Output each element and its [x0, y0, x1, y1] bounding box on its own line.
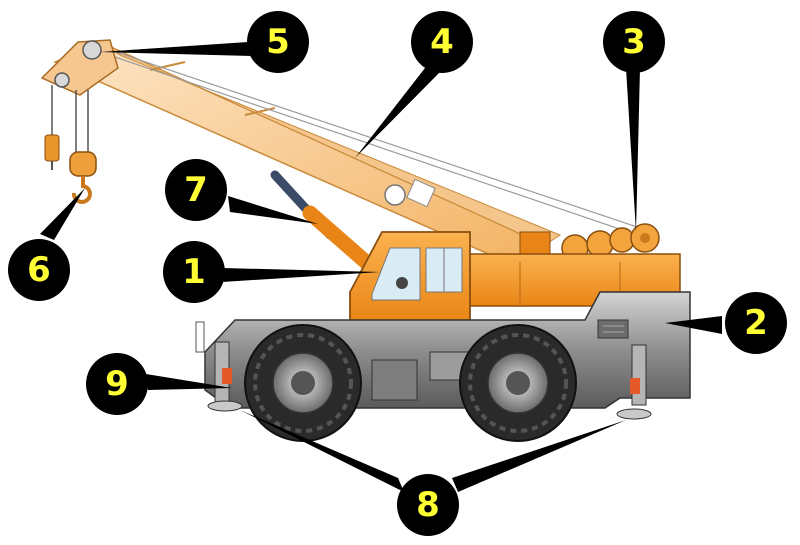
callout-6: 6 [8, 239, 70, 301]
boom-cylinder [270, 170, 383, 278]
boom [53, 41, 641, 269]
callout-2: 2 [725, 292, 787, 354]
leader-1 [222, 268, 380, 282]
leader-6 [40, 188, 85, 240]
outrigger-pads [207, 400, 652, 420]
callout-3: 3 [603, 11, 665, 73]
callout-label: 8 [416, 485, 440, 525]
callout-8: 8 [397, 474, 459, 536]
boom-tip [40, 39, 119, 96]
outrigger [195, 321, 647, 406]
leader-lines [40, 42, 722, 492]
hook-block [44, 85, 97, 204]
leader-2 [665, 316, 722, 334]
leader-9 [146, 374, 232, 390]
leader-8a [240, 410, 404, 492]
callout-7: 7 [165, 159, 227, 221]
cab [349, 231, 471, 323]
callout-label: 1 [182, 252, 206, 292]
leader-8b [452, 420, 626, 492]
callout-label: 5 [266, 22, 290, 62]
leader-7 [228, 196, 318, 224]
leader-4 [355, 68, 440, 158]
callout-4: 4 [411, 11, 473, 73]
callout-label: 9 [105, 364, 129, 404]
callout-label: 6 [27, 250, 51, 290]
callout-9: 9 [86, 353, 148, 415]
callout-label: 3 [622, 22, 646, 62]
callout-label: 2 [744, 303, 768, 343]
callout-5: 5 [247, 11, 309, 73]
leader-5 [100, 42, 252, 56]
callout-1: 1 [163, 241, 225, 303]
callout-label: 4 [430, 22, 454, 62]
wheels [244, 324, 577, 442]
leader-3 [626, 68, 640, 232]
callout-label: 7 [184, 170, 208, 210]
